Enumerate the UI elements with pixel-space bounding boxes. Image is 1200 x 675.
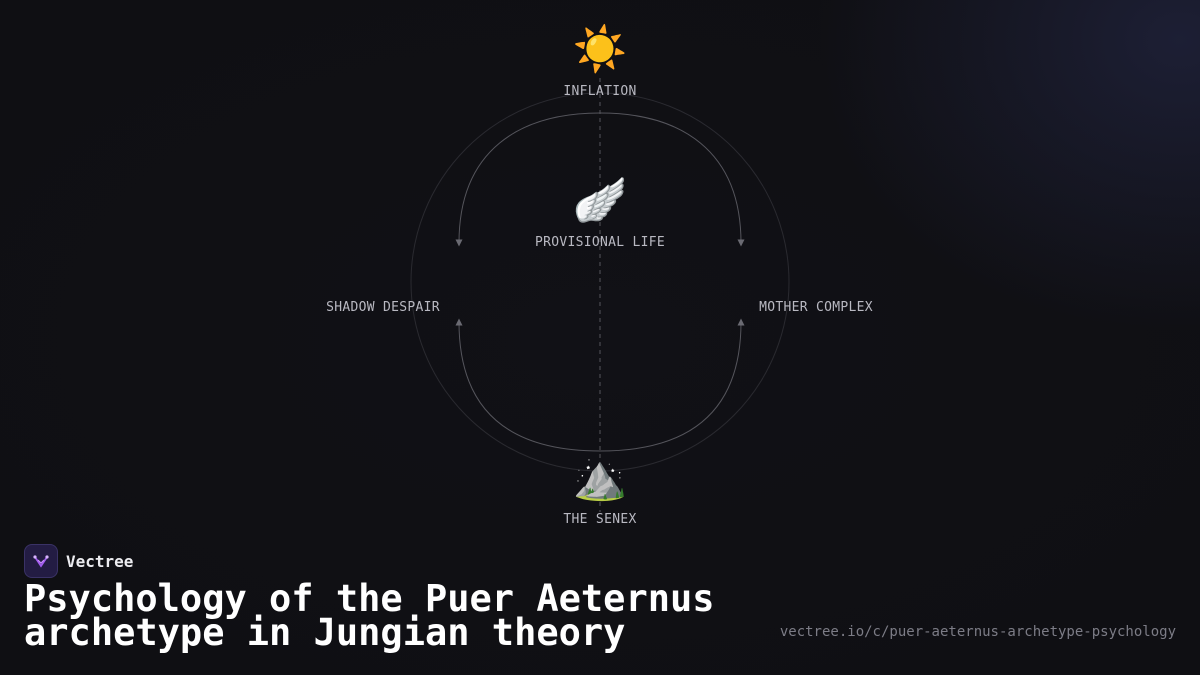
node-inflation: ☀️ INFLATION [563, 24, 636, 99]
arc-top-right [599, 112, 745, 247]
node-label: THE SENEX [563, 512, 637, 527]
arc-bottom-left [455, 318, 601, 452]
arc-bottom-right [599, 318, 745, 452]
node-shadow-despair: SHADOW DESPAIR [326, 240, 440, 315]
new-moon-icon [326, 240, 440, 292]
title-line: Psychology of the Puer Aeternus [24, 577, 715, 620]
node-provisional-life: 🪽 PROVISIONAL LIFE [535, 175, 665, 250]
mountain-icon: ⛰️ [572, 452, 628, 503]
node-label: PROVISIONAL LIFE [534, 235, 666, 250]
brand: Vectree [24, 544, 133, 578]
sun-icon: ☀️ [572, 24, 628, 75]
arc-top-left [455, 112, 601, 247]
node-the-senex: ⛰️ THE SENEX [563, 452, 636, 527]
node-label: INFLATION [563, 84, 637, 99]
wing-icon: 🪽 [572, 175, 628, 226]
node-mother-complex: MOTHER COMPLEX [759, 240, 873, 315]
node-label: MOTHER COMPLEX [759, 300, 873, 315]
title-line: archetype in Jungian theory [24, 611, 626, 654]
brand-name: Vectree [66, 551, 134, 571]
node-label: SHADOW DESPAIR [326, 300, 440, 315]
page-title: Psychology of the Puer Aeternus archetyp… [24, 580, 784, 651]
yarn-ball-icon [759, 240, 873, 292]
vectree-logo-icon [24, 544, 58, 578]
source-url: vectree.io/c/puer-aeternus-archetype-psy… [779, 624, 1176, 640]
